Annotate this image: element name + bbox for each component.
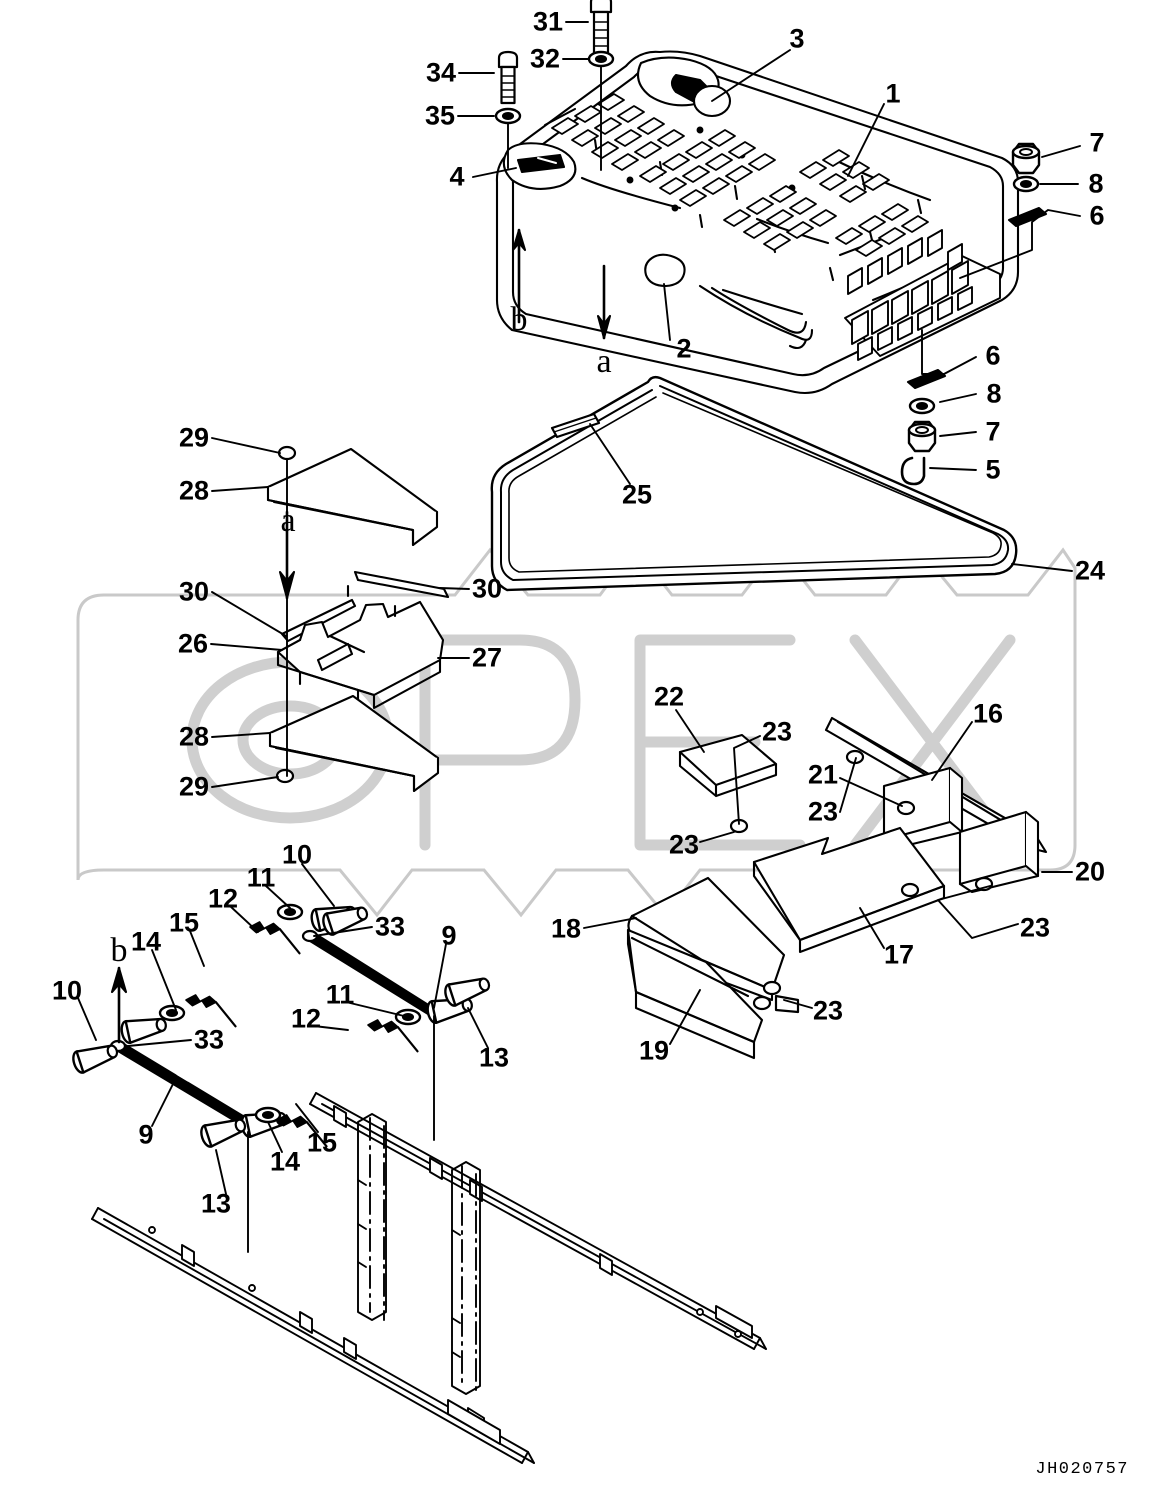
callout-28: 28 <box>178 721 210 752</box>
gas-stay-rod-left <box>109 1039 255 1127</box>
callout-29: 29 <box>178 771 210 802</box>
callout-23: 23 <box>668 829 700 860</box>
bracket-channel <box>276 570 450 710</box>
callout-18: 18 <box>550 913 582 944</box>
insulation-pad-right <box>958 810 1040 894</box>
callout-17: 17 <box>883 939 915 970</box>
damper-pad-upper <box>266 447 439 547</box>
callout-13: 13 <box>478 1042 510 1073</box>
insulation-pad-small <box>678 733 778 798</box>
insulation-panel-large <box>752 826 946 954</box>
callout-6: 6 <box>985 340 1001 371</box>
callout-15: 15 <box>168 907 200 938</box>
callout-14: 14 <box>269 1146 301 1177</box>
leader-lines <box>77 21 1081 1253</box>
callout-12: 12 <box>207 883 239 914</box>
callout-12: 12 <box>290 1003 322 1034</box>
callout-9: 9 <box>138 1119 154 1150</box>
callout-23: 23 <box>761 716 793 747</box>
callout-15: 15 <box>306 1127 338 1158</box>
callout-24: 24 <box>1074 555 1106 586</box>
callout-2: 2 <box>676 333 692 364</box>
seal-joint-strip <box>550 412 601 439</box>
callout-27: 27 <box>471 642 503 673</box>
section-marker-b-top: b <box>510 301 528 338</box>
callout-23: 23 <box>812 995 844 1026</box>
callout-23: 23 <box>1019 912 1051 943</box>
callout-4: 4 <box>449 161 465 192</box>
callout-8: 8 <box>1088 168 1104 199</box>
callout-22: 22 <box>653 681 685 712</box>
callout-32: 32 <box>529 43 561 74</box>
callout-1: 1 <box>885 78 901 109</box>
callout-34: 34 <box>425 57 457 88</box>
section-arrows <box>110 228 612 1044</box>
callout-26: 26 <box>177 628 209 659</box>
callout-3: 3 <box>789 23 805 54</box>
callout-7: 7 <box>985 416 1001 447</box>
insulation-panel-front <box>626 928 764 1060</box>
callout-9: 9 <box>441 920 457 951</box>
callout-6: 6 <box>1089 200 1105 231</box>
callout-30: 30 <box>471 573 503 604</box>
callout-5: 5 <box>985 454 1001 485</box>
callout-13: 13 <box>200 1188 232 1219</box>
callout-29: 29 <box>178 422 210 453</box>
frame-rails <box>91 1092 767 1464</box>
callout-25: 25 <box>621 479 653 510</box>
callout-23: 23 <box>807 796 839 827</box>
callout-8: 8 <box>986 378 1002 409</box>
hood-main-cover <box>495 50 1020 395</box>
section-marker-a-mid: a <box>280 502 296 539</box>
fastener-group-right <box>1007 142 1048 228</box>
callout-11: 11 <box>246 862 276 893</box>
callout-19: 19 <box>638 1035 670 1066</box>
fastener-group-right-lower <box>900 368 947 486</box>
drawing-number: JH020757 <box>1035 1460 1129 1479</box>
callout-7: 7 <box>1089 127 1105 158</box>
callout-16: 16 <box>972 698 1004 729</box>
callout-21: 21 <box>807 759 839 790</box>
callout-30: 30 <box>178 576 210 607</box>
callout-35: 35 <box>424 100 456 131</box>
gas-stay-rod-right <box>301 929 442 1017</box>
section-marker-b-low: b <box>110 932 128 969</box>
section-marker-a-top: a <box>596 343 612 380</box>
callout-11: 11 <box>325 979 355 1010</box>
callout-14: 14 <box>130 926 162 957</box>
callout-10: 10 <box>51 975 83 1006</box>
callout-20: 20 <box>1074 856 1106 887</box>
callout-10: 10 <box>281 839 313 870</box>
callout-31: 31 <box>532 6 564 37</box>
callout-28: 28 <box>178 475 210 506</box>
callout-33: 33 <box>374 911 406 942</box>
hood-seal-gasket <box>490 375 1018 592</box>
callout-33: 33 <box>193 1024 225 1055</box>
damper-pad-lower <box>268 694 440 793</box>
